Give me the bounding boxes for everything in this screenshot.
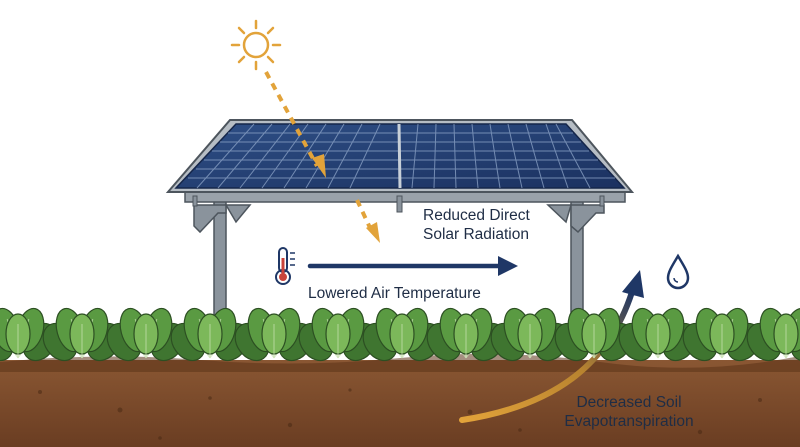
lettuce-plant <box>362 307 442 362</box>
radiation-label-line1: Reduced Direct <box>423 207 530 224</box>
evap-label-line2: Evapotranspiration <box>564 413 694 430</box>
lettuce-plant <box>682 307 762 362</box>
radiation-arrow-upper <box>264 71 326 178</box>
lettuce-plant <box>298 307 378 362</box>
evapotranspiration-label: Decreased Soil Evapotranspiration <box>539 393 719 431</box>
solar-panel-structure <box>165 119 635 331</box>
sun-icon <box>230 19 282 71</box>
lettuce-plant <box>106 307 186 362</box>
soil-ground <box>0 353 800 447</box>
frame-beam <box>184 191 626 203</box>
panel-divider <box>397 123 402 189</box>
water-drop-icon <box>666 253 690 290</box>
lettuce-plant <box>234 307 314 362</box>
crop-row <box>0 307 800 362</box>
air-temperature-label: Lowered Air Temperature <box>308 285 481 302</box>
radiation-label: Reduced Direct Solar Radiation <box>423 206 530 244</box>
thermometer-icon <box>275 247 295 285</box>
evapotranspiration-arrow <box>459 270 644 423</box>
lettuce-plant <box>170 307 250 362</box>
radiation-label-line2: Solar Radiation <box>423 226 529 243</box>
lettuce-plant <box>426 307 506 362</box>
radiation-arrow-lower <box>355 199 380 243</box>
air-temperature-arrow <box>307 256 518 276</box>
evap-label-line1: Decreased Soil <box>576 394 682 411</box>
